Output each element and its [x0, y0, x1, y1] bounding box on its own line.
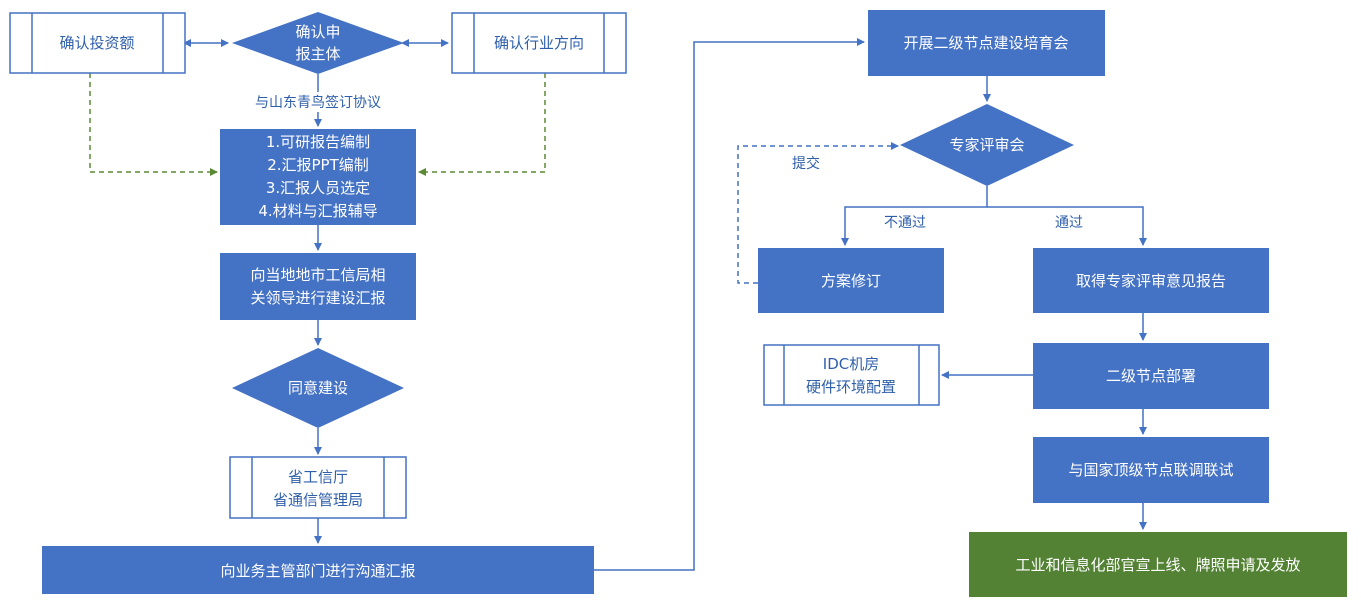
node-confirm-applicant-line1: 确认申 — [295, 23, 340, 41]
label-submit: 提交 — [792, 155, 820, 172]
node-launch-label: 工业和信息化部官宣上线、牌照申请及发放 — [1015, 556, 1300, 574]
prep-task-4: 4.材料与汇报辅导 — [258, 202, 377, 220]
connector-industry-prep — [418, 73, 546, 176]
node-agree-build: 同意建设 — [232, 348, 404, 428]
connector-review-pass — [987, 206, 1147, 246]
node-joint-test-label: 与国家顶级节点联调联试 — [1068, 461, 1233, 479]
node-get-report-label: 取得专家评审意见报告 — [1076, 272, 1226, 290]
node-training-meeting-label: 开展二级节点建设培育会 — [903, 34, 1068, 52]
node-expert-review-label: 专家评审会 — [949, 136, 1024, 154]
node-report-local-line2: 关领导进行建设汇报 — [250, 289, 385, 307]
connector-revise-loop — [737, 142, 899, 284]
node-agree-build-label: 同意建设 — [288, 379, 348, 397]
node-report-local-line1: 向当地地市工信局相 — [250, 266, 385, 284]
node-province-depts: 省工信厅 省通信管理局 — [229, 456, 407, 519]
node-prep-tasks: 1.可研报告编制 2.汇报PPT编制 3.汇报人员选定 4.材料与汇报辅导 — [220, 129, 416, 225]
node-confirm-industry: 确认行业方向 — [451, 12, 627, 74]
node-report-authority: 向业务主管部门进行沟通汇报 — [42, 546, 594, 594]
node-idc-config-line2: 硬件环境配置 — [806, 378, 896, 396]
connector-review-branch — [841, 186, 988, 246]
node-confirm-industry-label: 确认行业方向 — [494, 34, 584, 52]
node-launch: 工业和信息化部官宣上线、牌照申请及发放 — [969, 532, 1347, 597]
node-revise-plan: 方案修订 — [758, 248, 944, 313]
node-joint-test: 与国家顶级节点联调联试 — [1033, 437, 1269, 503]
prep-task-3: 3.汇报人员选定 — [266, 179, 370, 197]
label-sign-agreement: 与山东青鸟签订协议 — [255, 94, 381, 111]
label-fail: 不通过 — [884, 215, 926, 231]
node-revise-plan-label: 方案修订 — [821, 272, 881, 290]
prep-task-2: 2.汇报PPT编制 — [267, 156, 369, 174]
connectors — [183, 38, 1147, 571]
label-pass: 通过 — [1055, 215, 1083, 231]
node-report-local: 向当地地市工信局相 关领导进行建设汇报 — [220, 253, 416, 320]
node-province-depts-line1: 省工信厅 — [288, 468, 348, 486]
node-expert-review: 专家评审会 — [900, 104, 1074, 186]
connector-authority-training — [594, 38, 865, 571]
node-confirm-investment-label: 确认投资额 — [59, 34, 134, 52]
prep-task-1: 1.可研报告编制 — [266, 133, 370, 151]
green-dashed-connectors — [89, 73, 546, 176]
node-confirm-applicant-line2: 报主体 — [295, 45, 340, 63]
node-confirm-applicant: 确认申 报主体 — [232, 12, 404, 74]
node-deploy-node-label: 二级节点部署 — [1106, 367, 1196, 385]
node-idc-config-line1: IDC机房 — [823, 355, 879, 373]
node-training-meeting: 开展二级节点建设培育会 — [868, 10, 1105, 76]
node-province-depts-line2: 省通信管理局 — [273, 491, 363, 509]
node-get-report: 取得专家评审意见报告 — [1033, 248, 1269, 313]
connector-investment-prep — [89, 73, 218, 176]
node-deploy-node: 二级节点部署 — [1033, 343, 1269, 409]
node-confirm-investment: 确认投资额 — [9, 12, 186, 74]
node-report-authority-label: 向业务主管部门进行沟通汇报 — [220, 562, 415, 580]
node-idc-config: IDC机房 硬件环境配置 — [763, 344, 940, 406]
